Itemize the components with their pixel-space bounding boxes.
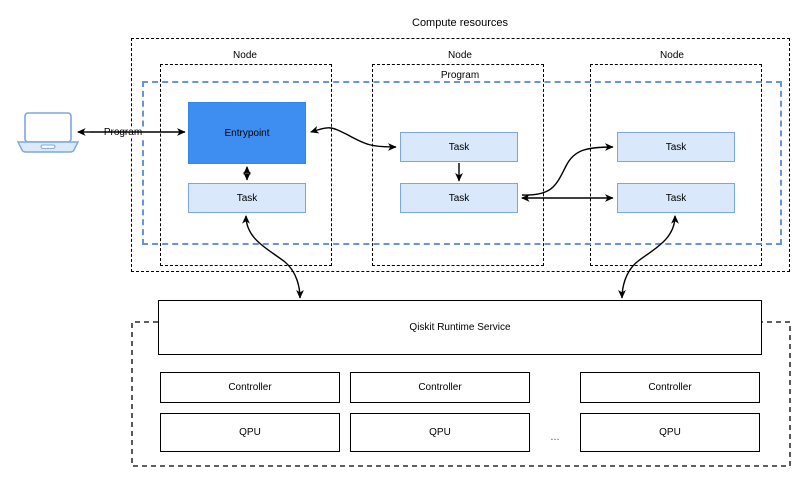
- qpu-box-1[interactable]: QPU: [160, 413, 340, 452]
- task-block-node1[interactable]: Task: [188, 183, 306, 213]
- program-link-label: Program: [93, 127, 153, 138]
- controller-box-1[interactable]: Controller: [160, 372, 340, 403]
- compute-resources-container: [131, 38, 790, 272]
- task-block-node2-b[interactable]: Task: [400, 183, 518, 213]
- diagram-title: Compute resources: [412, 17, 508, 29]
- backends-ellipsis: ...: [550, 431, 560, 443]
- task-block-node2-a[interactable]: Task: [400, 132, 518, 162]
- node-label-3: Node: [660, 50, 684, 61]
- task-block-node3-b[interactable]: Task: [617, 183, 735, 213]
- program-boundary-label: Program: [440, 70, 480, 81]
- node-label-1: Node: [233, 50, 257, 61]
- laptop-icon: [16, 112, 80, 153]
- controller-box-3[interactable]: Controller: [580, 372, 760, 403]
- controller-box-2[interactable]: Controller: [350, 372, 530, 403]
- qpu-box-3[interactable]: QPU: [580, 413, 760, 452]
- program-boundary: [142, 81, 782, 245]
- qiskit-runtime-service-box[interactable]: Qiskit Runtime Service: [158, 300, 762, 355]
- qpu-box-2[interactable]: QPU: [350, 413, 530, 452]
- entrypoint-block[interactable]: Entrypoint: [188, 102, 306, 164]
- task-block-node3-a[interactable]: Task: [617, 132, 735, 162]
- node-label-2: Node: [448, 50, 472, 61]
